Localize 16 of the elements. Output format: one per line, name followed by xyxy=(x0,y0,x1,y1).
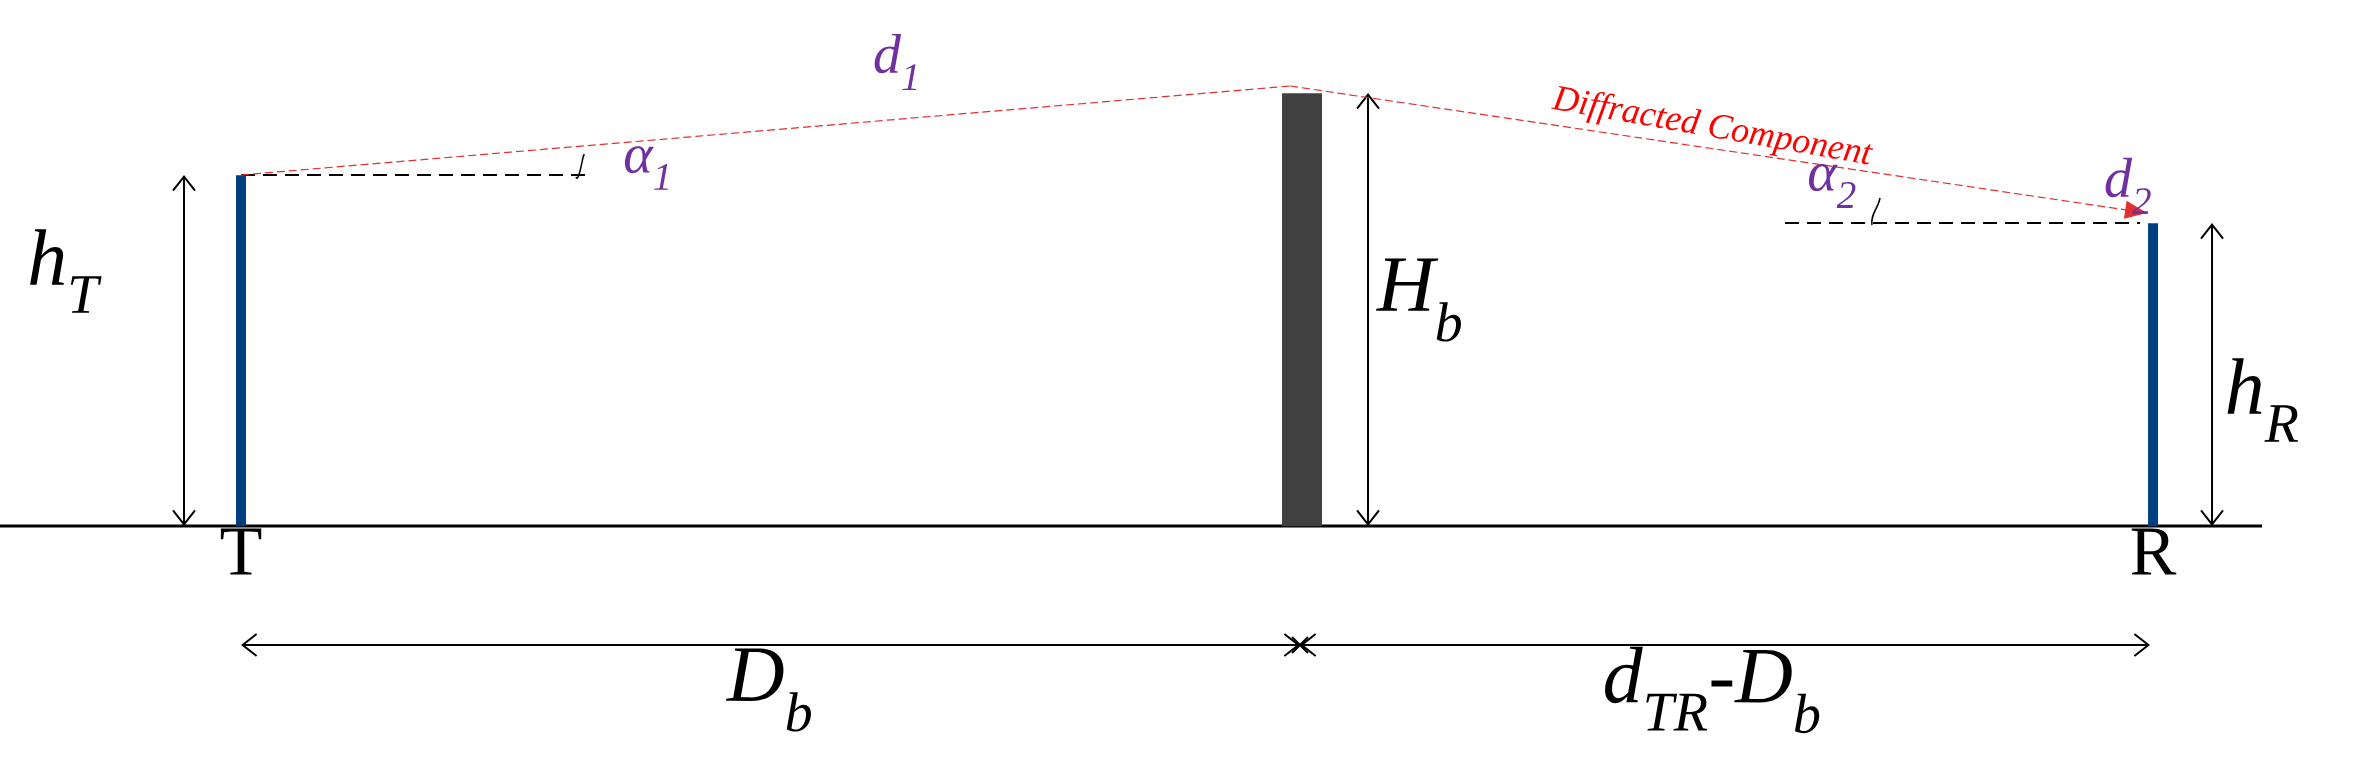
dimension-label: h$_{R}$ xyxy=(2227,358,2298,442)
node-label: R xyxy=(2131,528,2177,575)
dimension-label: α$_{1}$ xyxy=(624,146,669,190)
dimension-label: H$_{b}$ xyxy=(1376,258,1461,342)
antenna-pole: T xyxy=(220,175,262,575)
edge-label: d$_{1}$ xyxy=(874,33,917,91)
edge-label: d$_{2}$ xyxy=(2105,157,2151,215)
dimension-label: d$_{TR}$-D$_{b}$ xyxy=(1605,646,1820,734)
signal-path xyxy=(240,85,1291,176)
building-drawing xyxy=(1282,93,1322,527)
dimension-label: α$_{2}$ xyxy=(1808,164,1856,208)
node-label: T xyxy=(220,528,262,575)
dimension-label: Diffracted Component xyxy=(1551,86,1874,165)
dimension-label: h$_{T}$ xyxy=(30,229,102,313)
antenna-pole: R xyxy=(2131,223,2177,575)
dimension-label: D$_{b}$ xyxy=(726,648,811,732)
